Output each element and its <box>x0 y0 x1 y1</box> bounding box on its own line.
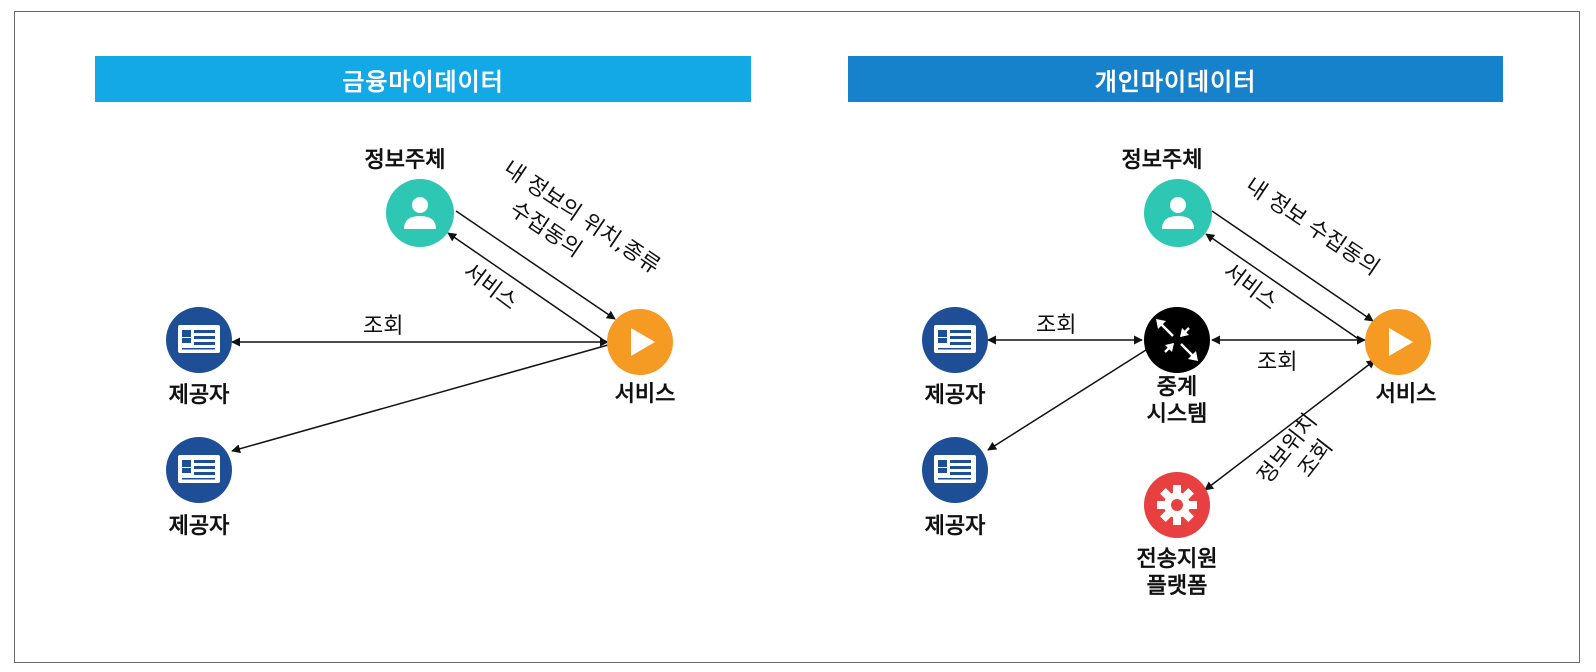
financial-mydata-title: 금융마이데이터 <box>342 67 504 96</box>
platform-label-line2: 플랫폼 <box>1146 574 1208 599</box>
p-consent-label: 내 정보 수집동의 <box>1241 173 1384 281</box>
p-service-label: 서비스 <box>1375 382 1437 407</box>
p-service-icon <box>1365 309 1431 375</box>
p-service-inquiry-label: 조회 <box>1257 350 1297 375</box>
financial-edges <box>231 210 616 454</box>
router-icon <box>1144 307 1210 373</box>
edge-p-service-to-subject <box>1205 233 1361 341</box>
platform-label-line1: 전송지원 <box>1136 547 1218 572</box>
personal-edges <box>987 210 1376 491</box>
p-provider2-label: 제공자 <box>924 514 986 539</box>
personal-mydata-header: 개인마이데이터 <box>848 56 1503 102</box>
edge-service-to-subject <box>447 232 603 340</box>
relay-system-label: 중계 시스템 <box>1147 374 1208 428</box>
fin-subject-icon <box>386 179 454 247</box>
personal-mydata-title: 개인마이데이터 <box>1094 67 1257 96</box>
platform-label: 전송지원 플랫폼 <box>1137 546 1218 600</box>
p-service-edge-label: 서비스 <box>1218 259 1282 316</box>
p-provider1-label: 제공자 <box>924 383 986 408</box>
fin-service-label: 서비스 <box>614 382 676 407</box>
edge-service-to-provider2 <box>231 344 609 454</box>
edge-p-subject-to-service <box>1211 210 1374 322</box>
fin-service-edge-label: 서비스 <box>458 259 522 316</box>
edge-relay-provider2 <box>987 349 1147 451</box>
relay-label-line1: 중계 <box>1156 375 1198 400</box>
fin-provider2-icon <box>166 437 232 503</box>
fin-provider2-label: 제공자 <box>168 514 230 539</box>
p-subject-label: 정보주체 <box>1121 148 1203 173</box>
fin-consent-label-group: 내 정보의 위치,종류 수집동의 <box>499 156 665 279</box>
edge-platform-service <box>1204 359 1376 491</box>
p-platform-label-group: 정보위치 조회 <box>1253 409 1338 488</box>
fin-service-icon <box>607 309 673 375</box>
gear-icon <box>1144 472 1210 538</box>
fin-subject-label: 정보주체 <box>364 148 446 173</box>
fin-provider1-label: 제공자 <box>168 383 230 408</box>
edge-subject-to-service <box>455 210 616 320</box>
p-provider2-icon <box>922 437 988 503</box>
relay-label-line2: 시스템 <box>1146 402 1208 427</box>
p-relay-inquiry-label: 조회 <box>1036 313 1076 338</box>
financial-mydata-header: 금융마이데이터 <box>95 56 751 102</box>
fin-inquiry-label: 조회 <box>363 314 403 339</box>
p-provider1-icon <box>922 307 988 373</box>
p-subject-icon <box>1144 179 1212 247</box>
fin-provider1-icon <box>166 307 232 373</box>
